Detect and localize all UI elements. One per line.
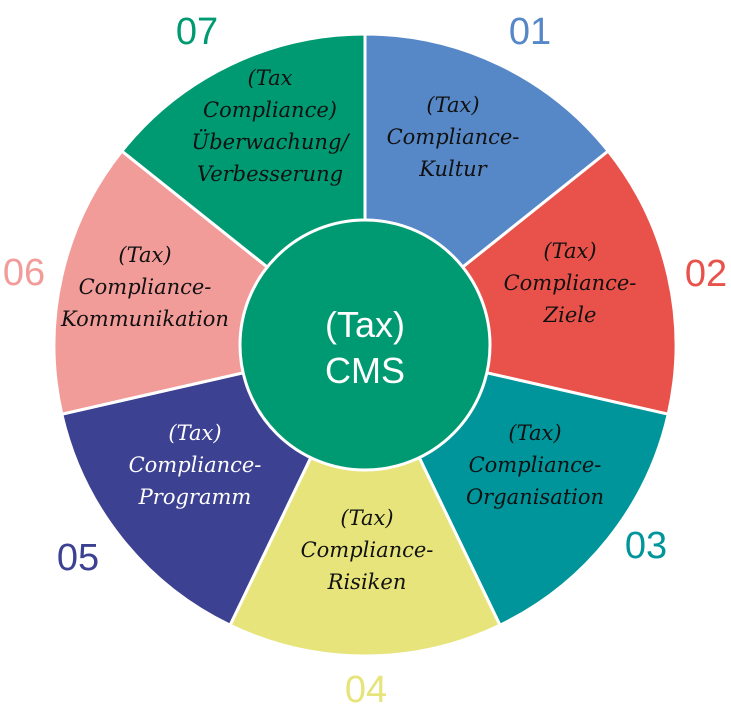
segment-label: (Tax) Compliance- Kultur xyxy=(387,93,520,181)
segment-number: 02 xyxy=(685,253,727,295)
segment-number: 05 xyxy=(57,537,99,579)
segment-label-line: Kommunikation xyxy=(60,307,229,331)
segment-label: (Tax) Compliance- Programm xyxy=(129,421,262,509)
segment-label-line: Compliance- xyxy=(504,271,637,295)
center-circle xyxy=(238,218,492,472)
segment-label-line: Ziele xyxy=(543,303,597,327)
segment-label-line: (Tax) xyxy=(543,239,596,263)
segment-label-line: (Tax) xyxy=(168,421,221,445)
segment-label-line: Programm xyxy=(138,485,252,509)
segment-label-line: Risiken xyxy=(327,570,407,594)
segment-label-line: Compliance- xyxy=(129,453,262,477)
segment-label-line: (Tax) xyxy=(426,93,479,117)
center-label-line: CMS xyxy=(325,350,405,391)
segment-label: (Tax) Compliance- Organisation xyxy=(466,421,604,509)
segment-label-line: Verbesserung xyxy=(197,162,343,186)
segment-label-line: (Tax) xyxy=(508,421,561,445)
segment-wedge xyxy=(228,341,502,658)
segment-number: 01 xyxy=(509,11,551,53)
center-label-line: (Tax) xyxy=(325,304,405,345)
segment-label-line: Compliance- xyxy=(79,275,212,299)
segment-label-line: Compliance) xyxy=(203,98,337,122)
segment-number: 07 xyxy=(176,11,218,53)
segment-number: 06 xyxy=(3,252,45,294)
segment-label-line: Überwachung/ xyxy=(192,129,351,154)
segment-label: (Tax) Compliance- Ziele xyxy=(504,239,637,327)
segment-label-line: (Tax) xyxy=(118,243,171,267)
segment-label-line: Kultur xyxy=(418,157,488,181)
segment-label-line: Organisation xyxy=(466,485,604,509)
segment-label-line: Compliance- xyxy=(469,453,602,477)
segment-label-line: Compliance- xyxy=(301,538,434,562)
segment-label-line: Compliance- xyxy=(387,125,520,149)
segment-label: (Tax) Compliance- Risiken xyxy=(301,506,434,594)
segment-04: (Tax) Compliance- Risiken 04 xyxy=(228,341,502,711)
segment-label-line: (Tax) xyxy=(340,506,393,530)
segment-number: 03 xyxy=(625,525,667,567)
segment-label: (Tax) Compliance- Kommunikation xyxy=(60,243,229,331)
center-hub: (Tax) CMS xyxy=(238,218,492,472)
segment-number: 04 xyxy=(345,669,387,711)
segment-label-line: (Tax xyxy=(248,66,293,90)
